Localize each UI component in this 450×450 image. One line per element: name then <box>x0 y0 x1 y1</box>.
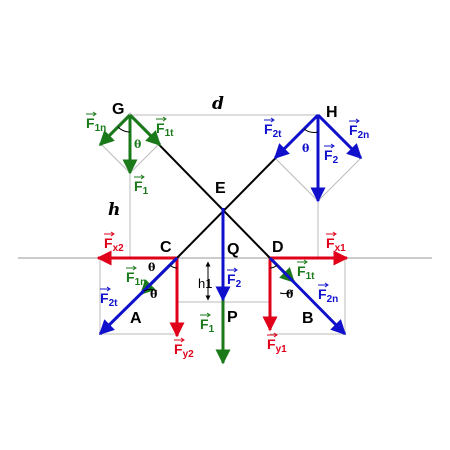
force-label-F2: F2 <box>324 143 339 166</box>
red-force-arrows <box>96 250 349 338</box>
theta-G: θ <box>134 138 141 151</box>
force-label-Fx2: Fx2 <box>104 231 124 254</box>
vector-arrowhead-Fx2 <box>110 231 115 237</box>
vector-arrowhead-F2t <box>270 117 275 123</box>
theta-C: θ <box>148 261 155 274</box>
arrow-F2t <box>273 113 320 160</box>
force-text-Fx1: Fx1 <box>326 235 346 254</box>
force-label-F2n-lower: F2n <box>318 282 338 305</box>
vector-arrowhead-F2n-lower <box>324 282 329 288</box>
label-A: A <box>130 310 142 327</box>
vector-arrowhead-F1 <box>140 174 145 180</box>
vector-arrowhead-F1t <box>162 116 167 122</box>
label-P: P <box>227 309 238 326</box>
dimension-d: d <box>212 94 224 114</box>
label-H: H <box>326 104 338 121</box>
point-labels: G H E C D A B Q P <box>112 101 338 327</box>
force-label-Fy2: Fy2 <box>174 337 194 360</box>
force-label-F1: F1 <box>134 174 149 197</box>
arrow-F1t <box>128 113 162 147</box>
vector-arrowhead-F2n <box>355 118 360 124</box>
vector-arrowhead-Fx1 <box>332 231 337 237</box>
theta-H: θ <box>302 142 309 155</box>
arrow-F2t-lower <box>98 256 179 336</box>
vector-arrowhead-F1n-lower <box>132 265 137 271</box>
label-B: B <box>302 310 314 327</box>
dimension-h1: h1 <box>198 276 212 291</box>
theta-A: θ <box>150 288 157 301</box>
arrow-F2n-lower <box>268 256 347 336</box>
force-text-F2t-lower: F2t <box>100 290 118 309</box>
force-text-F1: F1 <box>134 178 149 197</box>
vector-arrowhead-F2-lower <box>233 267 238 273</box>
force-text-F1n-lower: F1n <box>126 269 146 288</box>
vector-arrowhead-Fy2 <box>180 337 185 343</box>
vector-arrowhead-F2t-lower <box>106 286 111 292</box>
vector-arrowhead-F2 <box>330 143 335 149</box>
force-text-Fy2: Fy2 <box>174 341 194 360</box>
force-label-Fy1: Fy1 <box>267 332 287 355</box>
force-text-Fy1: Fy1 <box>267 336 287 355</box>
force-text-F2-lower: F2 <box>227 271 242 290</box>
force-label-Fx1: Fx1 <box>326 231 346 254</box>
force-text-F2n-lower: F2n <box>318 286 338 305</box>
arrow-F1n <box>98 113 132 147</box>
force-label-F2t: F2t <box>264 117 282 140</box>
theta-B: θ <box>286 288 293 301</box>
vector-arrowhead-F1t-lower <box>303 259 308 265</box>
label-D: D <box>272 239 284 256</box>
blue-force-arrows <box>98 113 363 336</box>
force-text-F1n: F1n <box>86 115 106 134</box>
force-label-F1t: F1t <box>156 116 174 139</box>
arrow-F2n <box>316 113 363 160</box>
force-label-F1-lower: F1 <box>200 312 215 335</box>
force-text-F2t: F2t <box>264 121 282 140</box>
force-text-F1t: F1t <box>156 120 174 139</box>
angle-labels: θ θ θ θ θ <box>134 138 309 301</box>
label-C: C <box>160 239 172 256</box>
vector-arrowhead-Fy1 <box>273 332 278 338</box>
force-text-F2n: F2n <box>349 122 369 141</box>
force-label-F1n: F1n <box>86 111 106 134</box>
force-text-F1t-lower: F1t <box>297 263 315 282</box>
force-label-F2t-lower: F2t <box>100 286 118 309</box>
angle-arcs <box>117 126 319 294</box>
force-label-F1t-lower: F1t <box>297 259 315 282</box>
vector-arrowhead-F1-lower <box>206 312 211 318</box>
force-label-F2-lower: F2 <box>227 267 242 290</box>
force-text-F1-lower: F1 <box>200 316 215 335</box>
vector-arrowhead-F1n <box>92 111 97 117</box>
force-text-Fx2: Fx2 <box>104 235 124 254</box>
force-label-F2n: F2n <box>349 118 369 141</box>
force-text-F2: F2 <box>324 147 339 166</box>
label-G: G <box>112 101 124 118</box>
force-label-F1n-lower: F1n <box>126 265 146 288</box>
dimension-h: h <box>108 200 120 220</box>
label-Q: Q <box>227 241 239 258</box>
label-E: E <box>215 180 226 197</box>
